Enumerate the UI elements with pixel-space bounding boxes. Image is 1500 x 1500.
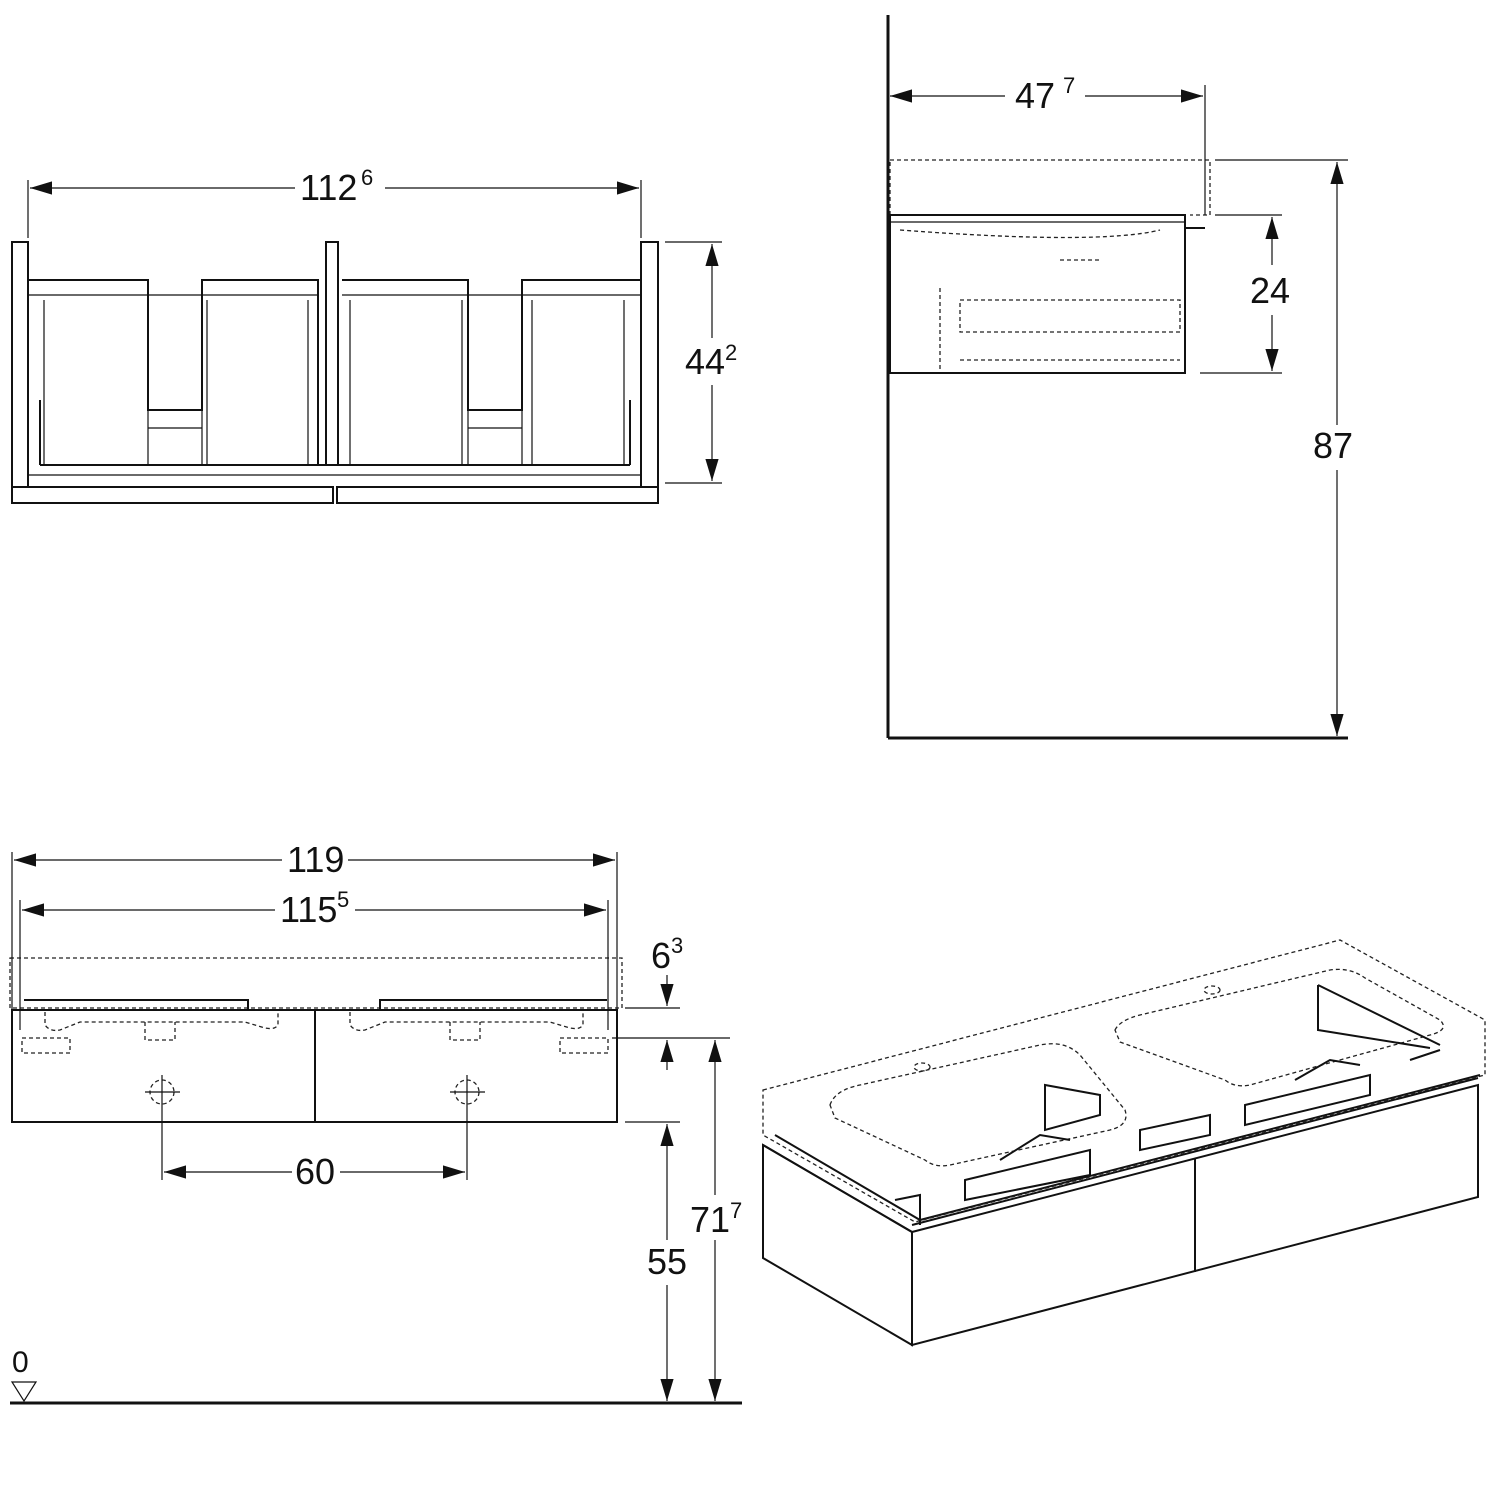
dim-height-44: 44 bbox=[685, 341, 725, 382]
floor-level-label: 0 bbox=[12, 1346, 29, 1379]
dim-inner-width-115: 115 bbox=[280, 889, 337, 930]
dim-width-112: 112 bbox=[300, 167, 357, 208]
dim-depth-47: 47 bbox=[1015, 75, 1055, 116]
dim-depth-sup: 7 bbox=[1063, 73, 1075, 98]
dim-bottom-height-55: 55 bbox=[647, 1241, 687, 1282]
dim-width-sup: 6 bbox=[361, 165, 373, 190]
dim-top-height-sup: 7 bbox=[730, 1198, 742, 1223]
dim-total-height-87: 87 bbox=[1313, 425, 1353, 466]
dim-top-thickness-6: 6 bbox=[651, 935, 671, 976]
dim-height-sup: 2 bbox=[725, 340, 737, 365]
dim-inner-width-sup: 5 bbox=[337, 887, 349, 912]
dim-top-thickness-sup: 3 bbox=[671, 933, 683, 958]
dim-cabinet-height-24: 24 bbox=[1250, 270, 1290, 311]
dim-drain-spacing-60: 60 bbox=[295, 1151, 335, 1192]
dim-top-height-71: 71 bbox=[690, 1199, 730, 1240]
side-view: 47 7 24 87 bbox=[886, 15, 1353, 740]
isometric-view bbox=[762, 939, 1486, 1347]
front-view: 119 115 5 6 3 60 55 71 7 0 bbox=[9, 839, 742, 1405]
plan-view: 112 6 44 2 bbox=[11, 165, 737, 504]
dim-overall-width-119: 119 bbox=[287, 839, 344, 880]
